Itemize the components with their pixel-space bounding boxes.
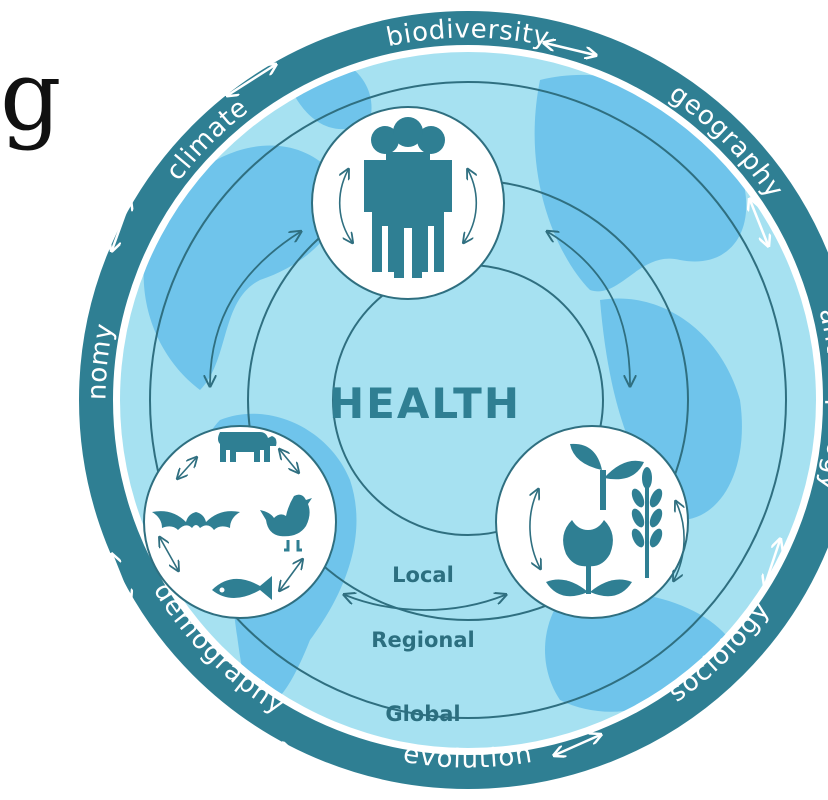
ring-word-evolution: evolution bbox=[401, 739, 535, 775]
ring-arrows bbox=[112, 43, 780, 755]
ring-word-biodiversity: biodiversity bbox=[384, 14, 553, 53]
scale-label-local: Local bbox=[392, 563, 454, 587]
people-cycle-arrows bbox=[340, 170, 477, 242]
ring-double-arrow-icon bbox=[555, 735, 600, 755]
people-node bbox=[311, 106, 505, 300]
bat-icon bbox=[152, 511, 240, 530]
fish-icon bbox=[212, 576, 272, 600]
ring-double-arrow-icon bbox=[545, 43, 595, 55]
people-animals-arrow bbox=[210, 232, 300, 385]
tulip-icon bbox=[546, 520, 632, 597]
cycle-arrows bbox=[210, 232, 630, 611]
ring-double-arrow-icon bbox=[750, 200, 768, 245]
sprout-icon bbox=[570, 443, 644, 510]
plants-cycle-arrows bbox=[530, 490, 684, 580]
outer-ring-band bbox=[79, 11, 828, 789]
ring-double-arrow-icon bbox=[112, 555, 130, 600]
chicken-icon bbox=[260, 494, 312, 552]
ring-double-arrow-icon bbox=[765, 540, 780, 585]
ring-double-arrow-icon bbox=[240, 735, 290, 750]
animals-plants-arrow bbox=[345, 595, 505, 611]
scale-label-regional: Regional bbox=[371, 628, 474, 652]
center-health-label: HEALTH bbox=[329, 379, 521, 428]
scale-label-global: Global bbox=[385, 702, 460, 726]
plants-node bbox=[495, 425, 689, 619]
animals-node bbox=[143, 425, 337, 619]
wheat-icon bbox=[631, 467, 663, 578]
cropped-letter: g bbox=[0, 40, 62, 152]
people-group-icon bbox=[364, 117, 452, 278]
ring-double-arrow-icon bbox=[228, 65, 275, 95]
ring-double-arrow-icon bbox=[112, 200, 130, 250]
scale-circle-global bbox=[149, 81, 787, 719]
animals-cycle-arrows bbox=[160, 450, 302, 590]
cow-icon bbox=[218, 432, 277, 462]
people-plants-arrow bbox=[548, 232, 630, 385]
